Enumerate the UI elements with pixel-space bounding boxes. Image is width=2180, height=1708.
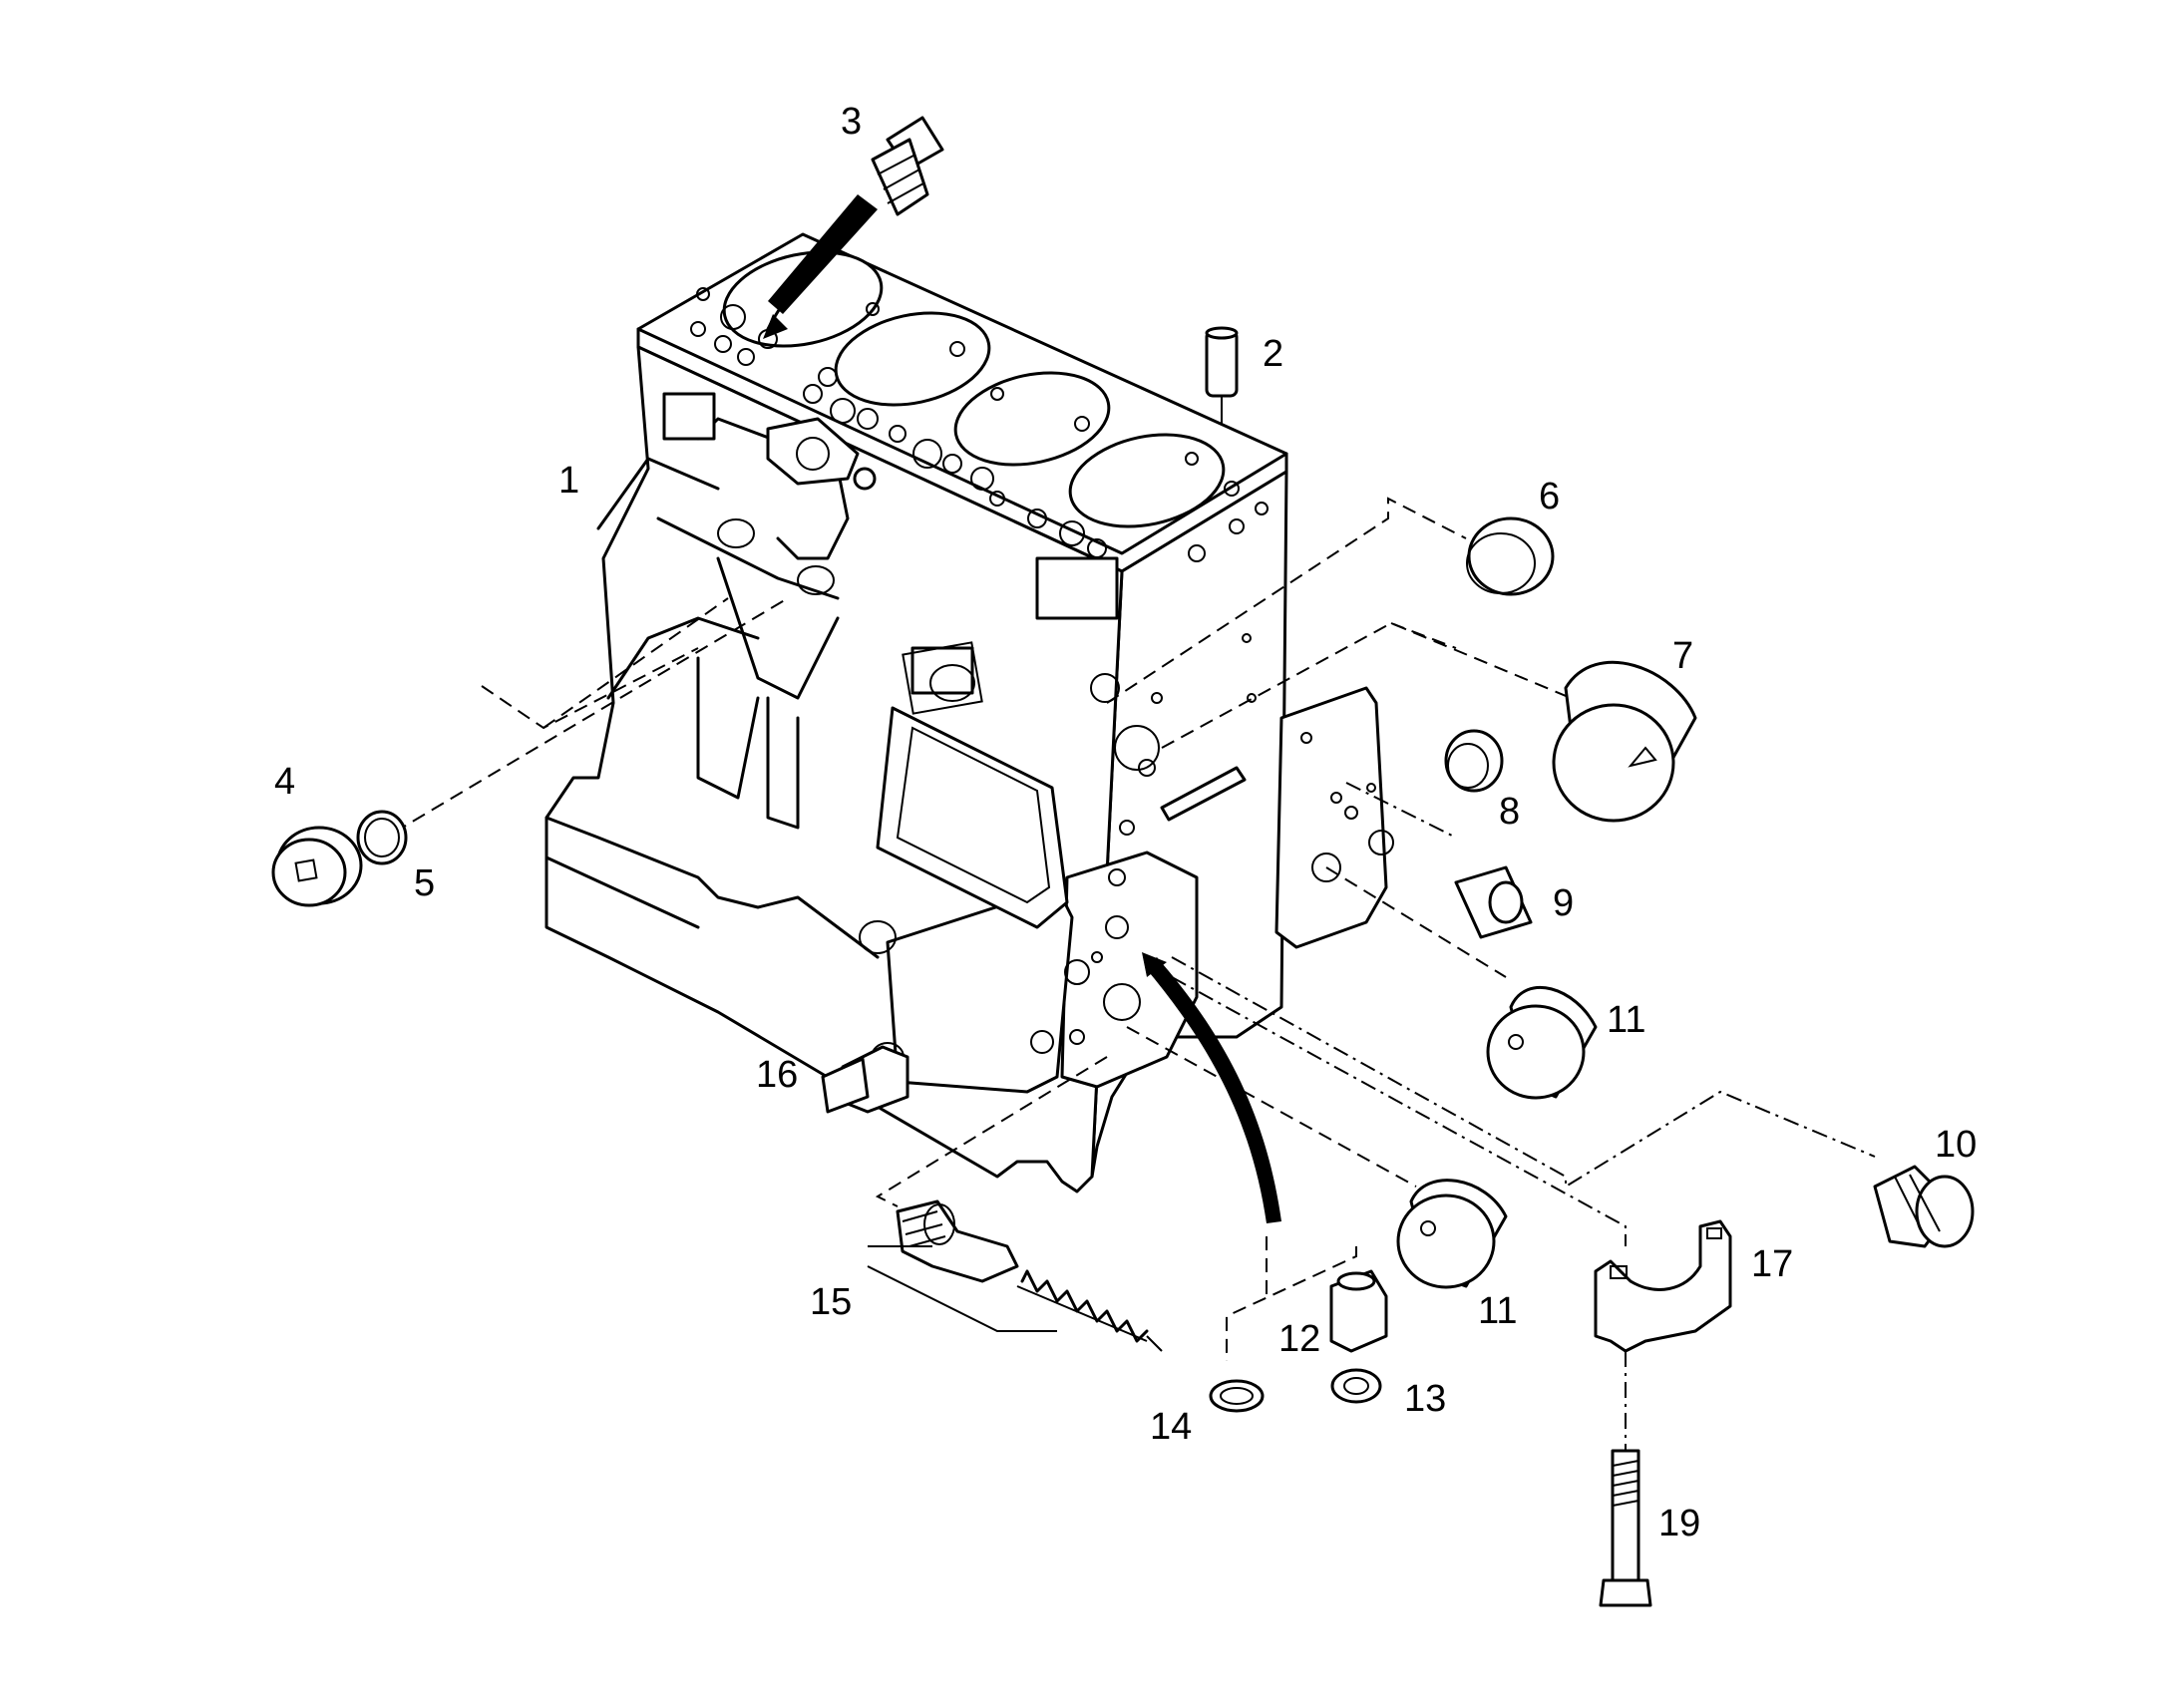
assembly-lines — [393, 497, 1876, 1451]
callout-7: 7 — [1672, 635, 1693, 677]
callout-11-lower: 11 — [1478, 1290, 1517, 1332]
part-5-seal-ring — [356, 810, 408, 865]
callout-3: 3 — [841, 101, 862, 143]
part-10-fitting — [1873, 1165, 1975, 1248]
callout-2: 2 — [1263, 333, 1283, 375]
part-19-bolt — [1599, 1449, 1652, 1607]
callout-19: 19 — [1658, 1503, 1700, 1544]
callout-17: 17 — [1751, 1243, 1793, 1285]
part-16-plug — [821, 1045, 909, 1114]
part-4-plug — [271, 826, 363, 907]
part-9-dowel-pin — [1454, 865, 1533, 939]
part-17-bearing-cap — [1594, 1219, 1732, 1353]
part-8-bushing — [1444, 729, 1504, 793]
part-3-plug — [871, 116, 944, 216]
callout-1: 1 — [558, 460, 579, 502]
callouts: 1 2 3 4 5 6 7 8 9 10 11 11 12 13 14 15 1… — [274, 101, 1977, 1544]
callout-9: 9 — [1553, 882, 1574, 924]
part-13-washer — [1330, 1368, 1382, 1404]
callout-13: 13 — [1404, 1378, 1446, 1420]
callout-4: 4 — [274, 761, 295, 803]
arrow-3 — [763, 194, 878, 339]
callout-14: 14 — [1150, 1406, 1192, 1448]
callout-5: 5 — [414, 862, 435, 904]
part-7-cam-bearing — [1552, 660, 1697, 823]
part-12-fitting — [1329, 1269, 1388, 1353]
callout-16: 16 — [756, 1054, 798, 1096]
part-2-pin — [1205, 326, 1239, 424]
cylinder-block — [545, 232, 1394, 1194]
part-15-relief-valve — [867, 1199, 1163, 1352]
part-6-bushing — [1466, 516, 1555, 596]
callout-8: 8 — [1499, 791, 1520, 833]
callout-15: 15 — [810, 1281, 852, 1323]
callout-10: 10 — [1935, 1124, 1977, 1166]
part-11-bearing-upper — [1486, 985, 1598, 1100]
callout-12: 12 — [1278, 1318, 1320, 1360]
callout-6: 6 — [1539, 476, 1560, 517]
part-11-bearing-lower — [1396, 1179, 1508, 1289]
callout-11-upper: 11 — [1607, 999, 1645, 1041]
arrow-12 — [1142, 952, 1281, 1223]
part-14-seal-ring — [1209, 1379, 1265, 1413]
